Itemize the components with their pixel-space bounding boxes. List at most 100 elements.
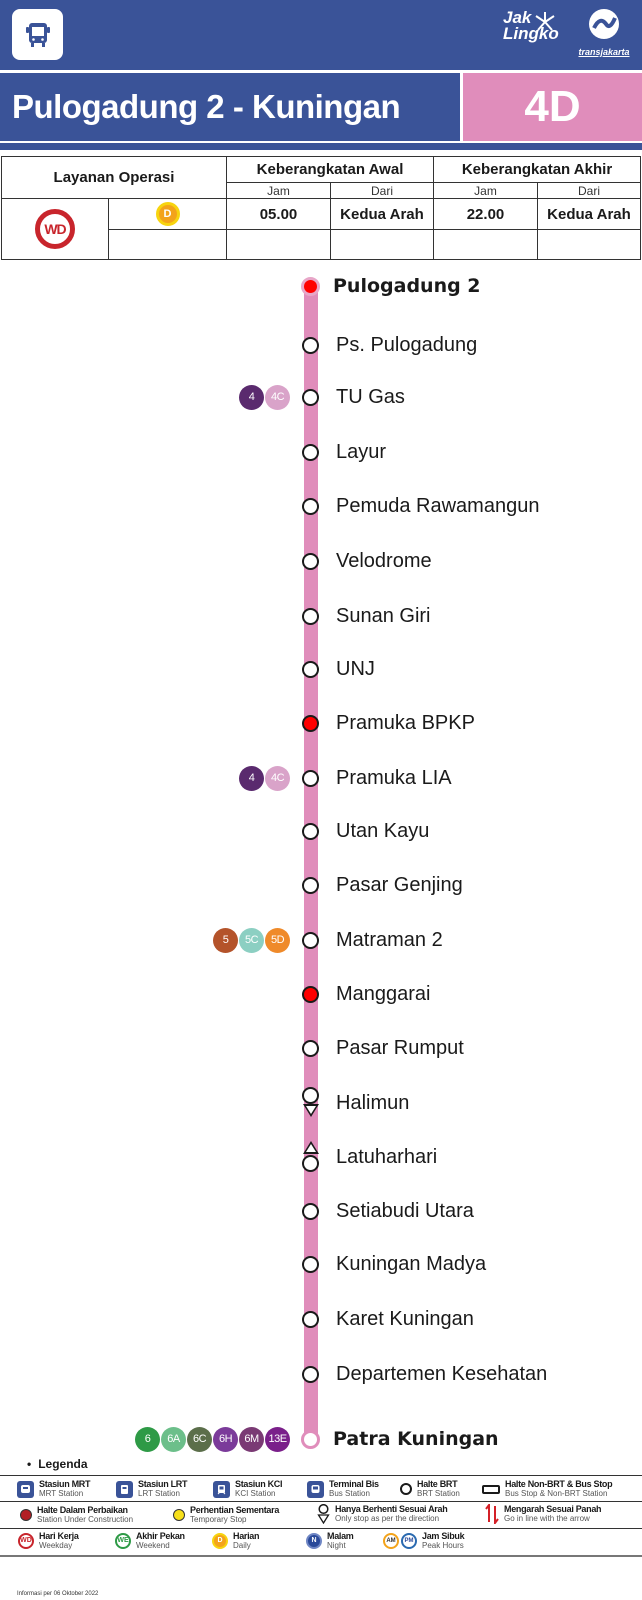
non-brt-stop-icon — [482, 1484, 500, 1494]
legend-sub: Only stop as per the direction — [335, 1514, 440, 1523]
brt-stop-icon — [302, 1203, 319, 1220]
legend-sub: MRT Station — [39, 1489, 84, 1498]
daily-badge: D — [155, 202, 180, 226]
legend-label: Mengarah Sesuai Panah — [504, 1504, 602, 1514]
legend-label: Akhir Pekan — [136, 1531, 185, 1541]
stop-name: Pasar Rumput — [336, 1037, 464, 1059]
route-badge[interactable]: 6A — [161, 1427, 186, 1452]
brt-stop-icon — [302, 498, 319, 515]
empty-cell — [226, 229, 331, 260]
stop-item: Layur — [0, 438, 642, 468]
route-badge[interactable]: 5C — [239, 928, 264, 953]
brt-stop-icon — [302, 1040, 319, 1057]
legend-divider — [0, 1501, 642, 1502]
stop-name: Utan Kayu — [336, 820, 430, 842]
terminal-start-icon — [301, 277, 320, 296]
stop-name: Pramuka LIA — [336, 767, 452, 789]
first-from-label: Dari — [330, 182, 434, 199]
bus-terminal-icon — [307, 1480, 324, 1498]
brt-stop-icon — [302, 823, 319, 840]
route-badge[interactable]: 6M — [239, 1427, 264, 1452]
stop-name: Layur — [336, 441, 387, 463]
stop-name: Manggarai — [336, 983, 431, 1005]
legend-label: Stasiun KCI — [235, 1479, 283, 1489]
jaklingko-logo-text-1: Jak — [503, 8, 532, 27]
mrt-station-icon — [17, 1480, 34, 1498]
legend-sub: Daily — [233, 1541, 251, 1550]
stop-item: Pemuda Rawamangun — [0, 492, 642, 522]
brt-stop-icon — [302, 877, 319, 894]
legend-title: Legenda — [27, 1457, 87, 1471]
legend-sub: LRT Station — [138, 1489, 180, 1498]
service-daily-cell: D — [108, 198, 227, 230]
route-badge[interactable]: 6C — [187, 1427, 212, 1452]
last-departure-header: Keberangkatan Akhir — [433, 156, 641, 183]
header-bottom-bar — [0, 143, 642, 150]
route-badge[interactable]: 4C — [265, 385, 290, 410]
transjakarta-logo-text: transjakarta — [578, 47, 630, 57]
legend-divider — [0, 1528, 642, 1529]
legend-label: Halte Non-BRT & Bus Stop — [505, 1479, 613, 1489]
brt-stop-icon — [302, 1366, 319, 1383]
legend-sub: Bus Stop & Non-BRT Station — [505, 1489, 608, 1498]
legend-sub: Bus Station — [329, 1489, 370, 1498]
brt-stop-icon — [302, 1311, 319, 1328]
route-badge[interactable]: 5D — [265, 928, 290, 953]
route-badge[interactable]: 6 — [135, 1427, 160, 1452]
schedule-table: Layanan Operasi Keberangkatan Awal Keber… — [1, 156, 641, 260]
stop-name: Halimun — [336, 1092, 410, 1114]
legend-sub: Temporary Stop — [190, 1515, 247, 1524]
route-badge[interactable]: 4 — [239, 385, 264, 410]
brt-stop-icon — [302, 661, 319, 678]
terminal-end-icon — [301, 1430, 320, 1449]
stop-item: Departemen Kesehatan — [0, 1360, 642, 1390]
legend-sub: Peak Hours — [422, 1541, 464, 1550]
stop-name: Departemen Kesehatan — [336, 1363, 548, 1385]
stop-name: Setiabudi Utara — [336, 1200, 474, 1222]
legend-label: Malam — [327, 1531, 354, 1541]
kci-station-icon — [213, 1480, 230, 1498]
legend-sub: KCI Station — [235, 1489, 276, 1498]
stop-item: Karet Kuningan — [0, 1305, 642, 1335]
stop-name: Patra Kuningan — [333, 1428, 499, 1450]
empty-cell — [108, 229, 227, 260]
stop-name: Sunan Giri — [336, 605, 431, 627]
stop-name: Latuharhari — [336, 1146, 438, 1168]
service-weekday-cell: WD — [1, 198, 109, 260]
legend-label: Halte Dalam Perbaikan — [37, 1505, 128, 1515]
header-bar: Jak Lingko transjakarta — [0, 0, 642, 70]
stop-item: Pulogadung 2 — [0, 272, 642, 302]
stop-name: Kuningan Madya — [336, 1253, 487, 1275]
route-badge[interactable]: 5 — [213, 928, 238, 953]
under-construction-icon — [302, 986, 319, 1003]
legend-label: Terminal Bis — [329, 1479, 379, 1489]
route-badge[interactable]: 4C — [265, 766, 290, 791]
stop-item: Sunan Giri — [0, 602, 642, 632]
under-construction-icon — [20, 1509, 32, 1521]
empty-cell — [330, 229, 434, 260]
stop-name: Karet Kuningan — [336, 1308, 474, 1330]
route-badge[interactable]: 4 — [239, 766, 264, 791]
last-time-value: 22.00 — [433, 198, 538, 230]
bus-icon — [12, 9, 63, 60]
stop-name: Pasar Genjing — [336, 874, 463, 896]
brt-stop-icon — [302, 337, 319, 354]
route-badge[interactable]: 6H — [213, 1427, 238, 1452]
night-badge-icon: N — [306, 1533, 322, 1549]
legend-sub: Weekday — [39, 1541, 73, 1550]
route-badge[interactable]: 13E — [265, 1427, 290, 1452]
